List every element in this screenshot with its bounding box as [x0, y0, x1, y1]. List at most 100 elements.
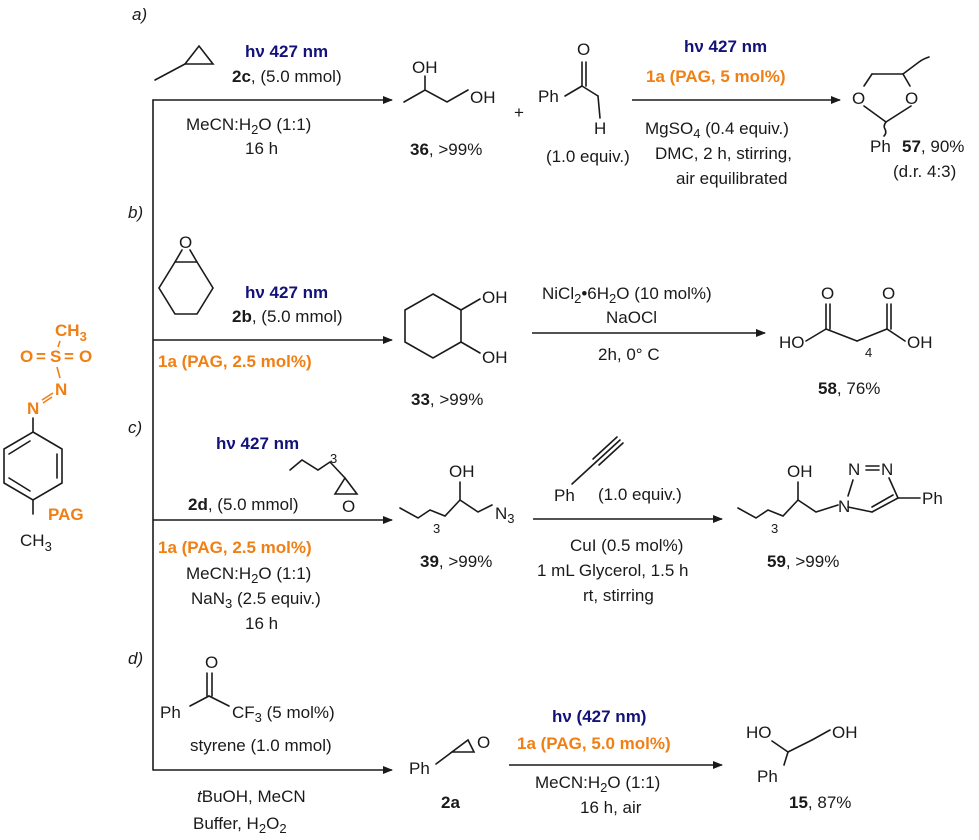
compound-15: 15, 87% [789, 793, 851, 812]
panel-c-rt: rt, stirring [583, 586, 654, 605]
pag-ch3-bottom: CH3 [20, 531, 52, 554]
pag-ch3-top: CH3 [55, 321, 87, 344]
triazole-n3: N [881, 460, 893, 479]
panel-c-hv: hν 427 nm [216, 434, 299, 453]
azidoalcohol-sub3: 3 [433, 521, 440, 536]
panel-b-catalyst: 1a (PAG, 2.5 mol%) [158, 352, 312, 371]
compound-2a: 2a [441, 793, 460, 812]
panel-d-tbuoh: tBuOH, MeCN [197, 787, 306, 806]
azidoalcohol-oh: OH [449, 462, 475, 481]
panel-c-time: 16 h [245, 614, 278, 633]
acid-58-o2: O [882, 284, 895, 303]
dioxolane-o2: O [905, 89, 918, 108]
acid-58-ho: HO [779, 333, 805, 352]
panel-d-hv: hν (427 nm) [552, 707, 646, 726]
panel-c-2d-cond: 2d, (5.0 mmol) [188, 495, 299, 514]
panel-d-styrene: styrene (1.0 mmol) [190, 736, 332, 755]
panel-b-time: 2h, 0° C [598, 345, 660, 364]
label-d: d) [128, 649, 143, 668]
pag-n1: N [55, 380, 67, 399]
acid-58-oh: OH [907, 333, 933, 352]
epoxide-2b-o: O [179, 233, 192, 252]
label-c: c) [128, 418, 142, 437]
panel-d-time: 16 h, air [580, 798, 642, 817]
epoxide-2d [333, 476, 359, 495]
panel-a: hν 427 nm 2c, (5.0 mmol) MeCN:H2O (1:1) … [152, 37, 964, 188]
compound-57: 57, 90% [902, 137, 964, 156]
alkyne-equiv: (1.0 equiv.) [598, 485, 682, 504]
diol-36-oh2: OH [470, 88, 496, 107]
panel-d-catalyst: 1a (PAG, 5.0 mol%) [517, 734, 671, 753]
plus-sign: + [514, 103, 524, 122]
epoxide-2a-ph: Ph [409, 759, 430, 778]
panel-c-catalyst: 1a (PAG, 2.5 mol%) [158, 538, 312, 557]
diol-15-ph: Ph [757, 767, 778, 786]
panel-c-glycerol: 1 mL Glycerol, 1.5 h [537, 561, 689, 580]
triazole-oh: OH [787, 462, 813, 481]
diol-33-oh1: OH [482, 288, 508, 307]
epoxide-2c [183, 44, 215, 65]
panel-c-nan3: NaN3 (2.5 equiv.) [191, 589, 321, 611]
alkyne-ph: Ph [554, 486, 575, 505]
compound-33: 33, >99% [411, 390, 483, 409]
ketone-cf3: CF3 (5 mol%) [232, 703, 335, 725]
compound-59: 59, >99% [767, 552, 839, 571]
compound-36: 36, >99% [410, 140, 482, 159]
pag-n2: N [27, 399, 39, 418]
epoxide-2a [449, 738, 476, 753]
ketone-o: O [205, 653, 218, 672]
triazole-n1: N [838, 497, 850, 516]
ketone-ph: Ph [160, 703, 181, 722]
epoxyhexane-sub3: 3 [330, 451, 337, 466]
triazole-ph: Ph [922, 489, 943, 508]
diol-33-oh2: OH [482, 348, 508, 367]
diol-15-ho: HO [746, 723, 772, 742]
diol-36-oh1: OH [412, 58, 438, 77]
panel-a-dmc: DMC, 2 h, stirring, [655, 144, 792, 163]
panel-b: O hν 427 nm 2b, (5.0 mmol) 1a (PAG, 2.5 … [153, 233, 933, 409]
compound-57-dr: (d.r. 4:3) [893, 162, 956, 181]
panel-a-hv2: hν 427 nm [684, 37, 767, 56]
triazole-n2: N [848, 460, 860, 479]
label-b: b) [128, 203, 143, 222]
dioxolane-wavy-ph [883, 121, 887, 137]
panel-a-catalyst: 1a (PAG, 5 mol%) [646, 67, 786, 86]
pag-benzene-ring [3, 431, 63, 501]
epoxyhexane-chain [289, 459, 346, 479]
azidoalcohol-n3: N3 [495, 504, 515, 526]
benzaldehyde-o: O [577, 40, 590, 59]
panel-b-2b-cond: 2b, (5.0 mmol) [232, 307, 343, 326]
acid-58-o1: O [821, 284, 834, 303]
pag-o-right: O [79, 347, 92, 366]
panel-d-buffer: Buffer, H2O2 [193, 814, 287, 836]
triazole-chain [737, 498, 839, 519]
panel-c-solvent: MeCN:H2O (1:1) [186, 564, 311, 586]
pag-o-left: O [20, 347, 33, 366]
benzaldehyde-h: H [594, 119, 606, 138]
methyl-bond [154, 63, 186, 81]
azidoalcohol-chain [399, 498, 493, 519]
dioxolane-wavy-methyl [902, 56, 930, 75]
benzaldehyde-ph: Ph [538, 87, 559, 106]
cyclohexanediol-ring [404, 293, 462, 359]
pag-eq: = [36, 347, 46, 366]
pag-label: PAG [48, 505, 84, 524]
triazole-sub3: 3 [771, 521, 778, 536]
dioxolane-o1: O [852, 89, 865, 108]
triazole-ring [847, 479, 854, 497]
panel-b-nicl2: NiCl2•6H2O (10 mol%) [542, 284, 712, 306]
compound-58: 58, 76% [818, 379, 880, 398]
panel-a-time: 16 h [245, 139, 278, 158]
pag-eq-2: = [64, 347, 74, 366]
panel-d: O Ph CF3 (5 mol%) styrene (1.0 mmol) tBu… [153, 653, 858, 836]
pag-s: S [50, 347, 61, 366]
epoxide-2a-o: O [477, 733, 490, 752]
panel-a-2c-cond: 2c, (5.0 mmol) [232, 67, 342, 86]
panel-a-air: air equilibrated [676, 169, 788, 188]
benzaldehyde-equiv: (1.0 equiv.) [546, 147, 630, 166]
cyclohexane-ring-2b [158, 261, 214, 315]
panel-a-mgso4: MgSO4 (0.4 equiv.) [645, 119, 789, 141]
label-a: a) [132, 5, 147, 24]
panel-b-naocl: NaOCl [606, 308, 657, 327]
